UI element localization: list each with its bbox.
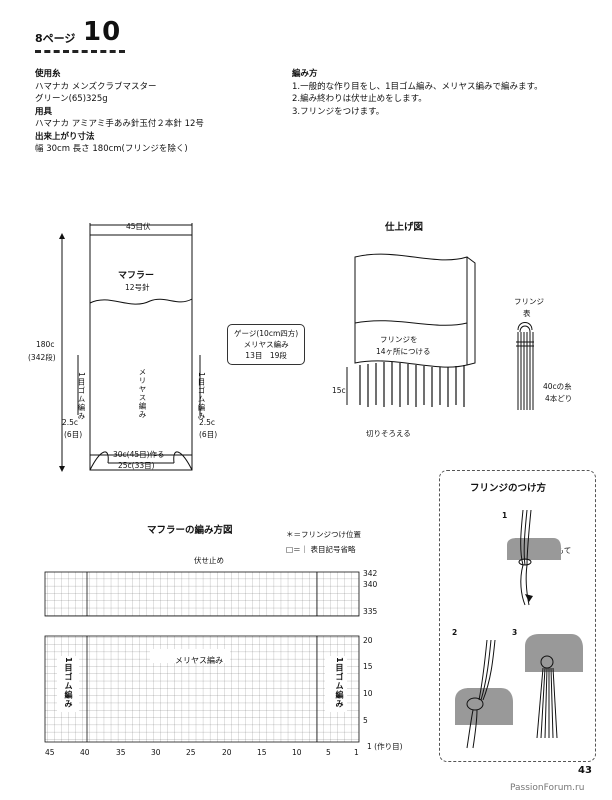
- fringe-label-1: フリンジ: [514, 297, 544, 306]
- howto-illustration-3: [525, 634, 583, 739]
- legend-star: ＊＝フリンジつけ位置: [286, 530, 361, 539]
- fringe-label-2: 表: [523, 309, 531, 318]
- knitting-chart: [44, 571, 360, 743]
- middle-width: 25c(33目): [118, 461, 155, 470]
- page-reference: 8ページ: [35, 32, 76, 45]
- chart-left-rib: 1目ゴム編み: [64, 657, 73, 709]
- howto-step-3: 3: [512, 628, 518, 637]
- row-label-20: 20: [363, 636, 373, 645]
- fringe-note-1: フリンジを: [380, 335, 418, 344]
- howto-step-1: 1: [502, 511, 508, 520]
- fringe-length: 15c: [332, 386, 346, 395]
- yarn-note-1: 40cの糸: [543, 382, 572, 391]
- col-label-15: 15: [257, 748, 267, 757]
- materials-block: 使用糸 ハマナカ メンズクラブマスター グリーン(65)325g 用具 ハマナカ…: [35, 68, 204, 156]
- fringe-note-2: 14ヶ所につける: [376, 347, 431, 356]
- size-line: 幅 30cm 長さ 180cm(フリンジを除く): [35, 144, 188, 154]
- chart-center-label: メリヤス編み: [175, 656, 223, 665]
- method-step-2: 2.編み終わりは伏せ止めをします。: [292, 94, 427, 104]
- finish-heading: 仕上げ図: [385, 222, 424, 233]
- method-step-3: 3.フリンジをつけます。: [292, 106, 385, 117]
- cast-on-label: 30c(45目)作る: [113, 450, 165, 459]
- edge-right-stitches: (6目): [199, 430, 218, 439]
- chart-heading: マフラーの編み方図: [147, 525, 233, 536]
- pattern-number: 10: [83, 17, 122, 47]
- scarf-title: マフラー: [118, 271, 155, 281]
- method-heading: 編み方: [292, 69, 318, 79]
- yarn-heading: 使用糸: [35, 69, 61, 79]
- fringe-howto-box: [439, 470, 596, 762]
- trim-label: 切りそろえる: [366, 429, 411, 438]
- col-label-30: 30: [151, 748, 161, 757]
- rib-left-label: 1目ゴム編み: [77, 372, 86, 421]
- edge-right-cm: 2.5c: [199, 418, 216, 427]
- row-label-10: 10: [363, 689, 373, 698]
- col-label-10: 10: [292, 748, 302, 757]
- edge-left-stitches: (6目): [64, 430, 83, 439]
- watermark: PassionForum.ru: [510, 783, 585, 793]
- page-number: 43: [578, 765, 592, 776]
- needle-size: 12号針: [125, 283, 150, 292]
- start-row-label: 1 (作り目): [367, 742, 403, 751]
- tools-line: ハマナカ アミアミ手あみ針玉付２本針 12号: [35, 119, 204, 129]
- edge-left-cm: 2.5c: [62, 418, 79, 427]
- legend-key: □＝｜ 表目記号省略: [286, 545, 356, 554]
- col-label-5: 5: [326, 748, 331, 757]
- yarn-line1: ハマナカ メンズクラブマスター: [35, 81, 157, 92]
- stockinette-label: メリヤス編み: [138, 368, 147, 419]
- fringe-detail: [516, 322, 534, 410]
- col-label-20: 20: [222, 748, 232, 757]
- tools-heading: 用具: [35, 106, 53, 117]
- rib-right-label: 1目ゴム編み: [197, 372, 206, 421]
- col-label-25: 25: [186, 748, 196, 757]
- finish-diagram: [346, 253, 476, 407]
- col-label-40: 40: [80, 748, 90, 757]
- howto-step-2: 2: [452, 628, 458, 637]
- howto-illustration-1: [507, 510, 561, 606]
- row-label-5: 5: [363, 716, 368, 725]
- col-label-45: 45: [45, 748, 55, 757]
- size-heading: 出来上がり寸法: [35, 131, 95, 142]
- length-rows: (342段): [28, 353, 56, 362]
- scarf-diagram: [59, 223, 201, 472]
- top-count: 45目伏: [126, 222, 151, 231]
- bind-off-label: 伏せ止め: [194, 556, 224, 565]
- row-label-335: 335: [363, 607, 378, 616]
- howto-illustration-2: [455, 640, 513, 749]
- gauge-line1: ゲージ(10cm四方): [234, 329, 299, 338]
- howto-heading: フリンジのつけ方: [470, 483, 547, 494]
- header-divider: [35, 50, 125, 53]
- col-label-35: 35: [116, 748, 126, 757]
- row-label-340: 340: [363, 580, 378, 589]
- col-label-1: 1: [354, 748, 359, 757]
- chart-right-rib: 1目ゴム編み: [335, 657, 344, 709]
- gauge-line2: メリヤス編み: [243, 340, 289, 349]
- yarn-line2: グリーン(65)325g: [35, 94, 108, 104]
- method-block: 編み方 1.一般的な作り目をし、1目ゴム編み、メリヤス編みで編みます。 2.編み…: [292, 68, 543, 118]
- yarn-note-2: 4本どり: [545, 394, 573, 403]
- gauge-box: ゲージ(10cm四方) メリヤス編み 13目 19段: [227, 324, 306, 365]
- row-label-15: 15: [363, 662, 373, 671]
- method-step-1: 1.一般的な作り目をし、1目ゴム編み、メリヤス編みで編みます。: [292, 81, 543, 92]
- length-cm: 180c: [36, 340, 55, 349]
- row-label-342: 342: [363, 569, 378, 578]
- gauge-line3: 13目 19段: [245, 351, 287, 360]
